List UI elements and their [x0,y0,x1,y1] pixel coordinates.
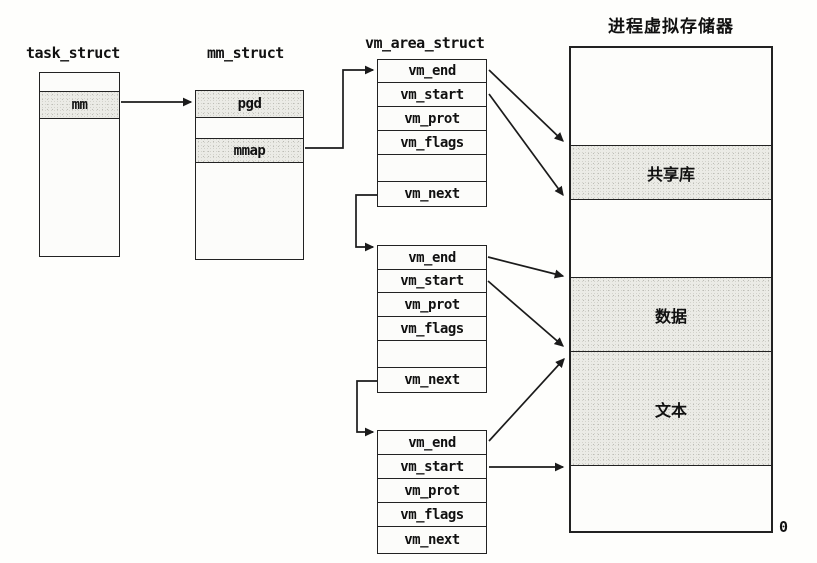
mm-struct-gap-row [196,118,303,139]
mm-struct-pgd-field: pgd [196,91,303,118]
text-section-label: 文本 [654,400,687,420]
vma3-vm-end-field: vm_end [378,431,486,455]
vma1-vm-start-field: vm_start [378,83,486,107]
shared-library-label: 共享库 [646,164,695,184]
task-struct-body [40,119,119,256]
edge-vma1-next-to-vma2 [355,194,377,252]
vm-start-label: vm_start [400,86,464,103]
vm-prot-label: vm_prot [404,482,460,499]
vma1-vm-prot-field: vm_prot [378,107,486,131]
vma3-vm-flags-field: vm_flags [378,503,486,527]
vm-area-struct-node-1: vm_end vm_start vm_prot vm_flags vm_next [377,59,487,207]
vm-next-label: vm_next [404,532,460,548]
vm-start-label: vm_start [400,273,464,289]
vma1-empty-row [378,155,486,182]
task-struct-mm-field: mm [40,92,119,119]
edge-vma2-next-to-vma3 [356,380,377,437]
vm-end-label: vm_end [408,63,456,79]
edge-vma2-start-to-data-bottom [487,280,564,347]
vm-end-label: vm_end [408,434,456,451]
edge-vma3-end-to-text-top [488,358,565,442]
mm-struct-box: pgd mmap [195,90,304,260]
vm-prot-label: vm_prot [404,296,460,313]
vma3-vm-prot-field: vm_prot [378,479,486,503]
vma2-vm-next-field: vm_next [378,368,486,392]
vm-prot-label: vm_prot [404,110,460,127]
edge-mmap-to-vma1 [305,65,375,149]
vm-flags-label: vm_flags [400,506,464,523]
vma1-vm-next-field: vm_next [378,182,486,206]
vma2-vm-flags-field: vm_flags [378,317,486,341]
address-zero-label: 0 [779,518,789,536]
mm-struct-body [196,163,303,259]
mm-struct-mmap-field: mmap [196,139,303,163]
mmap-field-label: mmap [233,142,266,159]
process-virtual-memory-title: 进程虚拟存储器 [608,17,734,37]
vm-flags-label: vm_flags [400,320,464,337]
memory-section-text: 文本 [571,352,771,466]
edge-vma2-end-to-data-top [487,256,565,279]
vma1-vm-end-field: vm_end [378,60,486,83]
vm-area-struct-node-2: vm_end vm_start vm_prot vm_flags vm_next [377,245,487,393]
vm-next-label: vm_next [404,186,460,202]
memory-section-data: 数据 [571,278,771,352]
vma2-vm-end-field: vm_end [378,246,486,270]
vm-end-label: vm_end [408,249,456,266]
memory-section-shared-library: 共享库 [571,146,771,200]
task-struct-label: task_struct [26,44,120,62]
memory-section-top-empty [571,48,771,146]
vm-area-struct-label: vm_area_struct [365,34,485,52]
vma2-empty-row [378,341,486,368]
pgd-field-label: pgd [237,96,262,112]
memory-section-mid-empty [571,200,771,278]
vm-next-label: vm_next [404,372,460,388]
vma3-vm-start-field: vm_start [378,455,486,479]
data-section-label: 数据 [654,306,687,326]
task-struct-box: mm [39,72,120,257]
vma1-vm-flags-field: vm_flags [378,131,486,155]
edge-vma1-end-to-sharedlib-top [488,69,564,142]
vm-start-label: vm_start [400,458,464,475]
mm-struct-label: mm_struct [207,44,284,62]
edge-vma1-start-to-sharedlib-bottom [488,93,564,197]
vm-flags-label: vm_flags [400,134,464,151]
vma2-vm-prot-field: vm_prot [378,293,486,317]
task-struct-empty-row [40,73,119,92]
mm-field-label: mm [71,97,88,113]
process-virtual-memory-box: 共享库 数据 文本 [569,46,773,533]
vma2-vm-start-field: vm_start [378,270,486,293]
vm-area-struct-node-3: vm_end vm_start vm_prot vm_flags vm_next [377,430,487,554]
vma3-vm-next-field: vm_next [378,527,486,553]
